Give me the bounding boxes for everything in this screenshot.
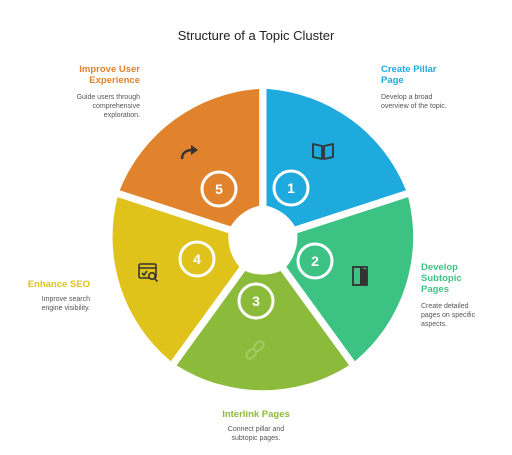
step-3-badge [237,282,275,320]
book-icon [312,143,334,160]
step-4-number: 4 [193,251,201,267]
link-icon [245,340,265,360]
step-2-title: Develop Subtopic Pages [421,262,462,295]
step-1-title: Create Pillar Page [381,64,437,86]
step-5-title: Improve User Experience [79,64,140,86]
segment-interlink-pages: 3 [176,271,350,391]
step-1-number: 1 [287,180,295,196]
segment-improve-user-experience: 5 [119,88,260,227]
diagram-title: Structure of a Topic Cluster [177,28,335,43]
step-5-badge [200,170,238,208]
step-3-number: 3 [252,293,260,309]
step-2-badge [296,242,334,280]
step-5-number: 5 [215,181,223,197]
step-4-badge [178,240,216,278]
redo-arrow-icon [180,145,198,160]
step-1-description: Develop a broad overview of the topic. [381,94,447,110]
door-icon [352,266,368,286]
seo-browser-icon [138,263,159,283]
step-5-description: Guide users through comprehensive explor… [76,94,140,119]
segment-2-wedge [286,197,414,362]
segment-create-pillar-page: 1 [266,88,406,227]
segment-develop-subtopic-pages: 2 [286,197,414,362]
step-2-number: 2 [311,253,319,269]
step-3-description: Connect pillar and subtopic pages. [227,426,285,442]
step-4-description: Improve search engine visibility. [41,296,90,312]
segment-enhance-seo: 4 [112,197,240,362]
step-1-badge [272,169,310,207]
step-3-title: Interlink Pages [222,409,290,420]
segment-3-wedge [176,271,350,391]
step-2-description: Create detailed pages on specific aspect… [421,303,476,328]
step-4-title: Enhance SEO [27,279,90,290]
segment-4-wedge [112,197,240,362]
